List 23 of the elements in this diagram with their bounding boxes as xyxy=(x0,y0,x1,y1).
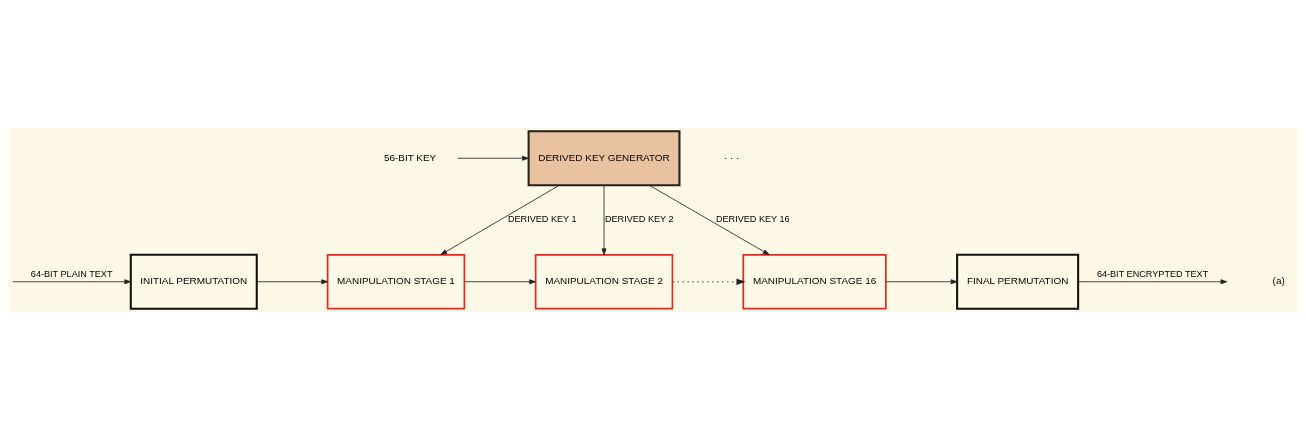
edge-label: DERIVED KEY 16 xyxy=(715,214,790,225)
node-box: INITIAL PERMUTATION xyxy=(129,253,258,310)
arrow xyxy=(648,184,770,256)
node-box: MANIPULATION STAGE 2 xyxy=(534,254,674,310)
arrow xyxy=(457,155,529,161)
node-box: FINAL PERMUTATION xyxy=(956,253,1080,310)
arrow xyxy=(256,279,328,285)
arrow xyxy=(464,279,536,285)
edge-label: DERIVED KEY 2 xyxy=(604,214,674,225)
node-box: MANIPULATION STAGE 16 xyxy=(742,254,887,310)
edge-label: 64-BIT ENCRYPTED TEXT xyxy=(1096,268,1209,279)
arrow xyxy=(601,184,607,256)
node-text: 56-BIT KEY xyxy=(383,151,437,163)
arrow xyxy=(1077,279,1228,285)
label: (a) xyxy=(1272,275,1285,287)
arrow xyxy=(440,184,560,256)
arrow xyxy=(885,279,958,285)
edge-label: DERIVED KEY 1 xyxy=(507,214,577,225)
arrow xyxy=(12,279,131,285)
node-box: MANIPULATION STAGE 1 xyxy=(326,254,466,310)
edge-label: 64-BIT PLAIN TEXT xyxy=(30,268,113,279)
node-box: DERIVED KEY GENERATOR xyxy=(527,130,681,187)
label: · · · xyxy=(723,151,740,163)
